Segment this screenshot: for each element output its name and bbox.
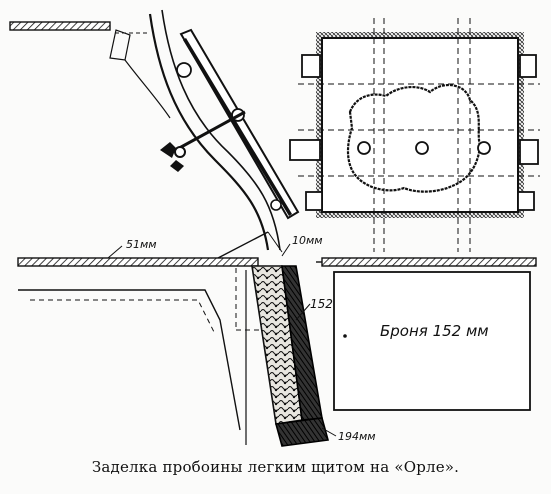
- armor-thickness-label: 152: [310, 297, 333, 311]
- gap-label: 10мм: [292, 234, 323, 247]
- hull-outer-line: [148, 13, 270, 251]
- deck-plate-right: [321, 257, 537, 267]
- nut-icon: [477, 141, 491, 155]
- technical-drawing: 51мм 10мм 152 194мм: [9, 9, 540, 447]
- right-front-view: Броня 152 мм: [289, 18, 540, 411]
- left-section-view: 51мм 10мм 152 194мм: [9, 9, 376, 447]
- deck-plate: [17, 257, 259, 267]
- wing-nut-icon: [160, 142, 184, 172]
- nut-icon: [357, 141, 371, 155]
- bolt-icon: [176, 62, 192, 78]
- figure-caption: Заделка пробоины легким щитом на «Орле».: [91, 458, 460, 476]
- backing-label: 194мм: [338, 430, 376, 443]
- backing-194: [274, 417, 330, 447]
- upper-deck-beam: [9, 21, 111, 31]
- armor-label: Броня 152 мм: [380, 322, 489, 340]
- light-shield-plate: [179, 28, 300, 220]
- deck-plate-label: 51мм: [126, 238, 157, 251]
- tie-rod: [171, 110, 246, 154]
- bolt-icon: [270, 199, 282, 211]
- nut-icon: [415, 141, 429, 155]
- armor-panel: [333, 271, 531, 411]
- breach-outline: [346, 83, 482, 193]
